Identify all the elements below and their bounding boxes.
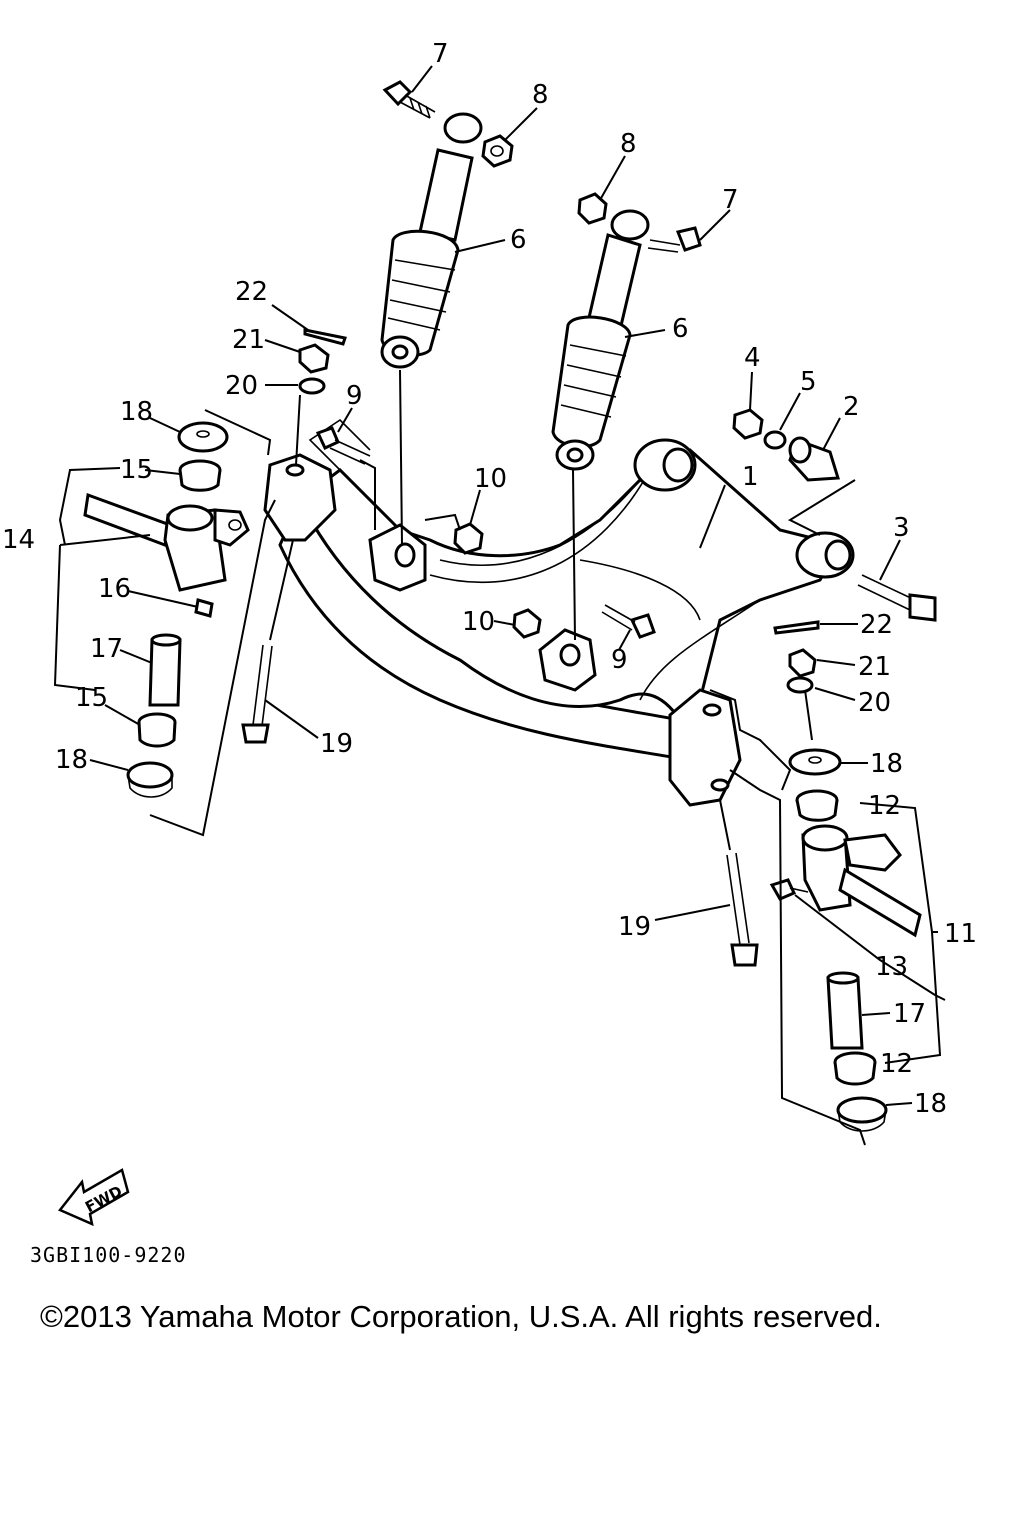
shock-mount-upper: [368, 523, 427, 592]
nut-8-left: [481, 134, 514, 168]
callout-12-top: 12: [868, 791, 901, 821]
callout-10-lower: 10: [462, 607, 495, 637]
seal-18-right-top: [788, 748, 842, 776]
callouts: 1 2 3 4 5 6 6 7 7 8 8 9 9 10 10 11 12 12: [2, 39, 977, 1119]
callout-11: 11: [944, 919, 977, 949]
bushing-12-right-top: [795, 789, 839, 822]
callout-4: 4: [744, 343, 761, 373]
bushing-15-left-bottom: [137, 712, 177, 748]
bushing-12-right-bottom: [833, 1051, 877, 1086]
collar-17-left: [148, 633, 182, 707]
bolt-9-right: [601, 604, 656, 639]
cotter-pin-22-right: [773, 620, 820, 635]
callout-15-bottom: 15: [75, 683, 108, 713]
callout-12-bottom: 12: [880, 1049, 913, 1079]
callout-17-left: 17: [90, 634, 123, 664]
cotter-pin-22-left: [303, 328, 347, 346]
shock-mount-lower: [538, 628, 597, 692]
callout-22-left: 22: [235, 277, 268, 307]
callout-20-left: 20: [225, 371, 258, 401]
callout-22-right: 22: [860, 610, 893, 640]
collar-17-right: [826, 971, 864, 1050]
castle-nut-21-left: [298, 343, 330, 374]
washer-5: [763, 430, 787, 450]
callout-10-upper: 10: [474, 464, 507, 494]
seal-18-left-bottom: [126, 761, 174, 798]
fwd-arrow: FWD: [58, 1168, 130, 1227]
seal-18-left-top: [177, 421, 229, 453]
drawing-code: 3GBI100-9220: [30, 1243, 187, 1267]
leader-lines: [149, 369, 866, 1146]
callout-14: 14: [2, 525, 35, 555]
bushing-2: [788, 436, 840, 482]
callout-7-right: 7: [722, 185, 739, 215]
callout-20-right: 20: [858, 688, 891, 718]
callout-17-right: 17: [893, 999, 926, 1029]
bolt-19-left: [241, 644, 273, 744]
callout-15-top: 15: [120, 455, 153, 485]
washer-20-left: [298, 377, 326, 395]
callout-6-left: 6: [510, 225, 527, 255]
callout-19-right: 19: [618, 912, 651, 942]
seal-18-right-bottom: [836, 1096, 888, 1132]
bolt-16: [194, 598, 214, 618]
shock-absorber-left: [380, 112, 483, 369]
front-arm-frame: [278, 418, 843, 762]
callout-7-left: 7: [432, 39, 449, 69]
callout-18-right-bottom: 18: [914, 1089, 947, 1119]
nut-8-right: [577, 192, 608, 225]
left-knuckle-14: [83, 492, 250, 592]
right-knuckle-11: [801, 824, 922, 938]
callout-9-left: 9: [346, 381, 363, 411]
arm-right-pivot: [795, 531, 855, 579]
callout-8-left: 8: [532, 80, 549, 110]
nut-10-right: [512, 608, 542, 639]
shock-absorber-right: [551, 209, 650, 471]
right-mount-bracket: [668, 688, 742, 807]
bolt-19-right: [726, 852, 759, 967]
callout-18-left-top: 18: [120, 397, 153, 427]
callout-2: 2: [843, 392, 860, 422]
washer-20-right: [786, 676, 814, 694]
callout-21-left: 21: [232, 325, 265, 355]
callout-9-right: 9: [611, 645, 628, 675]
bolt-13: [769, 878, 809, 901]
callout-6-right: 6: [672, 314, 689, 344]
bolt-7-left: [382, 80, 436, 119]
callout-19-left: 19: [320, 729, 353, 759]
callout-21-right: 21: [858, 652, 891, 682]
callout-8-right: 8: [620, 129, 637, 159]
nut-4: [732, 408, 764, 440]
callout-18-left-bottom: 18: [55, 745, 88, 775]
callout-3: 3: [893, 513, 910, 543]
bushing-15-left-top: [178, 459, 222, 492]
bolt-7-right: [647, 226, 702, 253]
castle-nut-21-right: [788, 648, 817, 678]
callout-16: 16: [98, 574, 131, 604]
callout-18-right-top: 18: [870, 749, 903, 779]
bolt-9-left: [315, 426, 371, 465]
copyright-notice: ©2013 Yamaha Motor Corporation, U.S.A. A…: [40, 1299, 882, 1334]
callout-1: 1: [742, 462, 759, 492]
arm-upper-pivot: [633, 438, 697, 492]
callout-5: 5: [800, 367, 817, 397]
bolt-3: [857, 574, 937, 622]
callout-13: 13: [875, 952, 908, 982]
